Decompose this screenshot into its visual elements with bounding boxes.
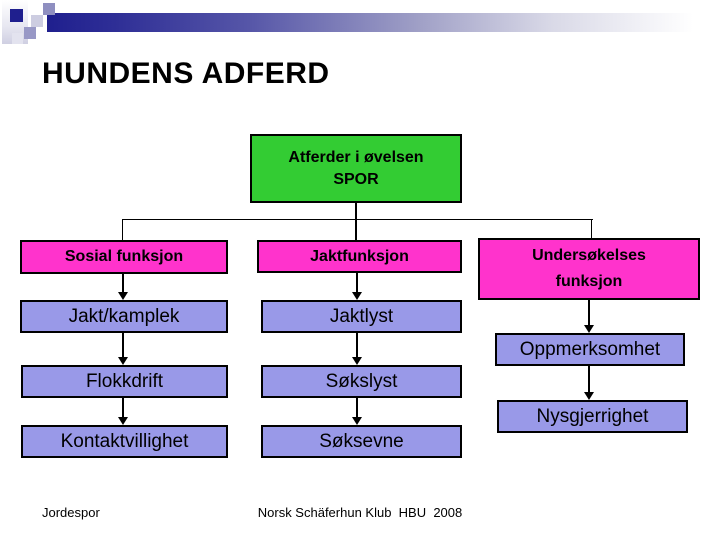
node-label: Oppmerksomhet: [519, 338, 661, 360]
deco-square-dark: [10, 9, 23, 22]
down-arrow: [351, 398, 363, 425]
root-node-label-line2: SPOR: [333, 170, 379, 188]
down-arrow: [351, 273, 363, 300]
node-label: Flokkdrift: [85, 370, 164, 392]
node-jakt-kamplek: Jakt/kamplek: [20, 300, 228, 333]
page-title: HUNDENS ADFERD: [42, 57, 330, 90]
connector-root-stub: [355, 203, 357, 219]
connector-drop-middle: [355, 219, 357, 240]
deco-square: [31, 15, 43, 27]
down-arrow: [117, 333, 129, 365]
deco-gradient-bar: [47, 13, 720, 32]
down-arrow: [117, 398, 129, 425]
footer-center-text: Norsk Schäferhun Klub HBU 2008: [257, 505, 463, 520]
deco-square: [12, 33, 23, 44]
node-label-line2: funksjon: [555, 273, 623, 290]
connector-horizontal: [122, 219, 593, 220]
node-kontaktvillighet: Kontaktvillighet: [21, 425, 228, 458]
node-label: Nysgjerrighet: [536, 405, 649, 427]
node-jaktfunksjon: Jaktfunksjon: [257, 240, 462, 273]
node-label: Søkslyst: [325, 370, 398, 392]
node-jaktlyst: Jaktlyst: [261, 300, 462, 333]
node-label: Søksevne: [319, 430, 404, 452]
footer-left-text: Jordespor: [42, 505, 100, 520]
root-node-spor: Atferder i øvelsen SPOR: [250, 134, 462, 203]
node-label: Jaktfunksjon: [310, 247, 409, 265]
connector-drop-right: [591, 219, 592, 238]
node-label-line1: Undersøkelses: [532, 247, 646, 264]
down-arrow: [351, 333, 363, 365]
down-arrow: [583, 366, 595, 400]
node-flokkdrift: Flokkdrift: [21, 365, 228, 398]
root-node-label-line1: Atferder i øvelsen: [288, 148, 424, 166]
deco-square: [43, 3, 55, 15]
node-soksevne: Søksevne: [261, 425, 462, 458]
deco-square: [24, 27, 36, 39]
down-arrow: [583, 300, 595, 333]
node-label: Jaktlyst: [329, 305, 394, 327]
node-label: Sosial funksjon: [64, 248, 184, 265]
connector-drop-left: [122, 219, 123, 240]
node-nysgjerrighet: Nysgjerrighet: [497, 400, 688, 433]
down-arrow: [117, 274, 129, 300]
node-label: Kontaktvillighet: [60, 430, 189, 452]
node-sokslyst: Søkslyst: [261, 365, 462, 398]
node-oppmerksomhet: Oppmerksomhet: [495, 333, 685, 366]
node-label: Jakt/kamplek: [68, 305, 180, 327]
node-undersokelses-funksjon: Undersøkelses funksjon: [478, 238, 700, 300]
node-sosial-funksjon: Sosial funksjon: [20, 240, 228, 274]
